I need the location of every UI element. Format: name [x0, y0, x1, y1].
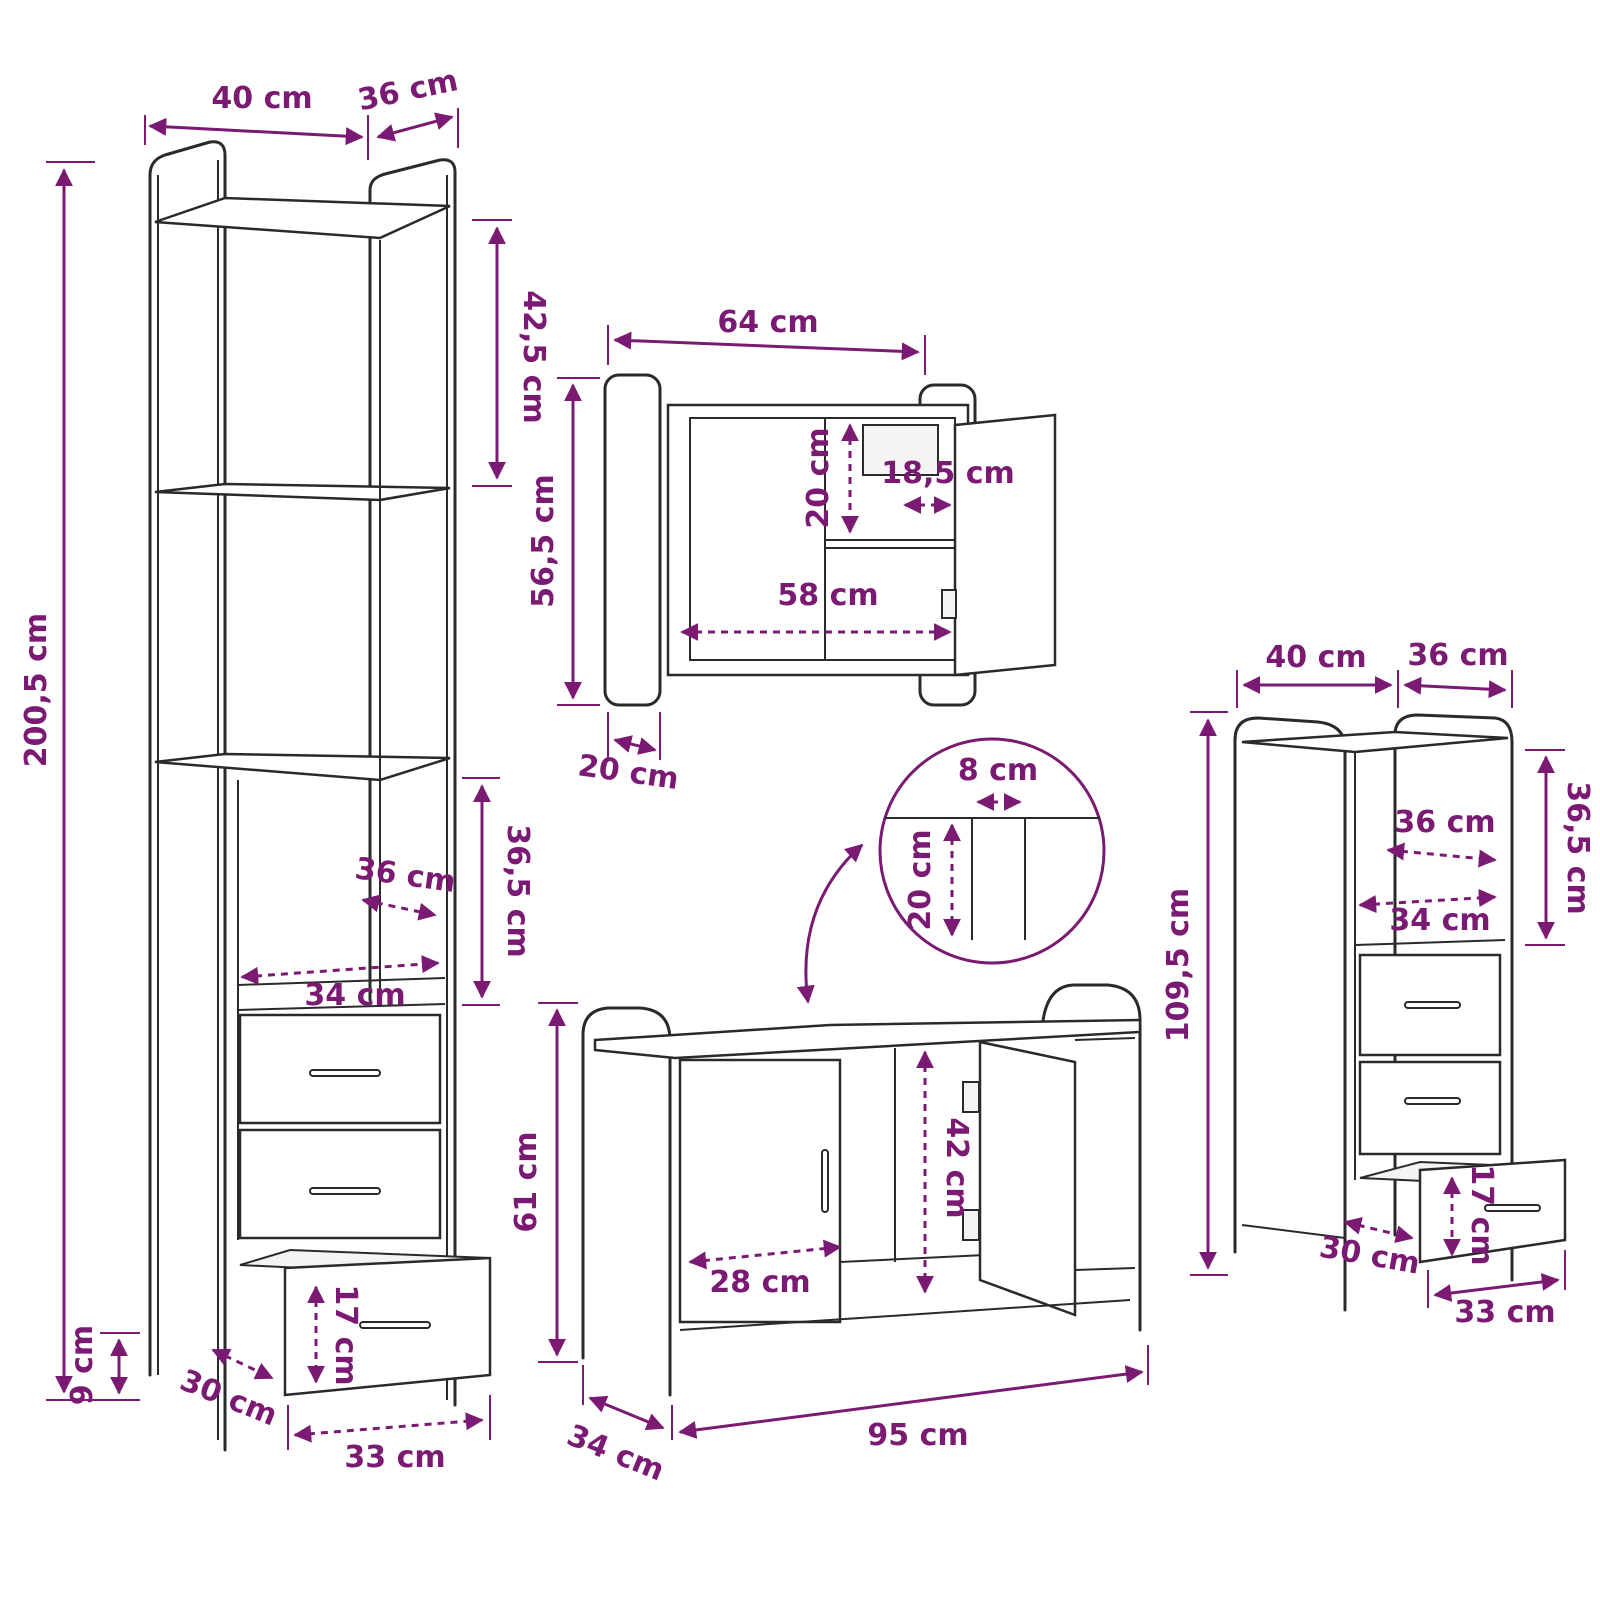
tall-cabinet-dimensions: 40 cm 36 cm 200,5 cm 42,5 cm 36,5 cm 36 … — [19, 63, 551, 1475]
wall-cabinet-open-door — [953, 413, 1057, 677]
side-drawer-depth-label: 30 cm — [1317, 1230, 1423, 1282]
tall-drawer-width-label: 33 cm — [344, 1440, 445, 1475]
sink-height-label: 61 cm — [509, 1131, 544, 1232]
detail-circle: 8 cm 20 cm — [796, 737, 1106, 1004]
tall-right-frame — [368, 158, 457, 1407]
side-drawer-depth-arrow — [1343, 1217, 1414, 1243]
sink-hinge-top — [962, 1081, 980, 1113]
sink-left-frame — [581, 1006, 672, 1397]
tall-drawer-depth-arrow — [211, 1348, 274, 1380]
sink-depth-arrow — [588, 1395, 665, 1431]
tall-drawer-width-arrow — [293, 1412, 484, 1443]
tall-width-arrow — [148, 117, 364, 146]
tall-cabinet — [148, 140, 492, 1452]
side-drawer-width-arrow — [1433, 1273, 1560, 1302]
side-drawer-3-handle — [1484, 1204, 1541, 1212]
sink-right-frame — [1040, 983, 1142, 1332]
detail-width-label: 8 cm — [958, 753, 1038, 788]
sink-width-label: 95 cm — [867, 1418, 968, 1453]
wall-width-arrow — [613, 331, 920, 361]
tall-drawer-2-handle — [309, 1187, 381, 1195]
side-drawer-1-handle — [1404, 1001, 1461, 1009]
tall-open-shelf — [154, 752, 451, 782]
sink-hinge-bottom — [962, 1209, 980, 1241]
tall-left-frame — [148, 140, 227, 1452]
tall-leg-height-label: 9 cm — [65, 1325, 100, 1405]
side-drawer-2-handle — [1404, 1097, 1461, 1105]
side-right-frame — [1393, 713, 1514, 1282]
side-drawer-height-label: 17 cm — [1464, 1164, 1499, 1265]
tall-height-label: 200,5 cm — [19, 613, 54, 767]
wall-cabinet-dimensions: 64 cm 56,5 cm 20 cm 20 cm 18,5 cm 58 cm — [526, 305, 1015, 797]
side-drawer-2 — [1358, 1060, 1502, 1156]
sink-top — [593, 1018, 1142, 1060]
wall-depth-label: 20 cm — [576, 748, 681, 797]
tall-open-compartment-label: 36,5 cm — [500, 824, 535, 958]
tall-drawer-3-handle — [359, 1321, 431, 1329]
wall-inner-width-label: 58 cm — [777, 578, 878, 613]
tall-top-shelf — [154, 196, 451, 240]
side-inner-width-arrow — [1358, 888, 1497, 914]
side-drawer-width-label: 33 cm — [1454, 1295, 1555, 1330]
tall-top-compartment-label: 42,5 cm — [516, 290, 551, 424]
detail-pointer-arrow — [796, 843, 864, 1004]
side-depth-label: 36 cm — [1407, 638, 1508, 673]
tall-inner-width-arrow — [240, 955, 440, 985]
sink-left-door — [678, 1058, 842, 1324]
sink-right-door-open — [978, 1040, 1077, 1317]
sink-width-arrow — [678, 1365, 1144, 1439]
tall-depth-arrow — [376, 112, 454, 142]
side-inner-depth-arrow — [1386, 842, 1497, 868]
tall-middle-shelf — [154, 482, 451, 502]
tall-depth-label: 36 cm — [355, 63, 461, 118]
wall-width-label: 64 cm — [717, 305, 818, 340]
sink-depth-label: 34 cm — [562, 1418, 669, 1488]
tall-inner-width-label: 34 cm — [304, 978, 405, 1013]
wall-left-bracket — [603, 373, 662, 707]
side-open-compartment-label: 36,5 cm — [1560, 781, 1595, 915]
sink-left-door-handle — [821, 1149, 829, 1213]
tall-inner-depth-arrow — [361, 894, 437, 921]
wall-shelf-height-label: 20 cm — [801, 427, 836, 528]
side-height-label: 109,5 cm — [1161, 888, 1196, 1042]
side-width-label: 40 cm — [1265, 640, 1366, 675]
tall-drawer-height-label: 17 cm — [328, 1284, 363, 1385]
side-cabinet-dimensions: 40 cm 36 cm 109,5 cm 36,5 cm 36 cm 34 cm… — [1161, 638, 1595, 1330]
wall-shelf-depth-label: 18,5 cm — [881, 456, 1015, 491]
wall-height-label: 56,5 cm — [526, 474, 561, 608]
wall-cabinet — [603, 373, 1057, 707]
sink-inner-height-label: 42 cm — [939, 1117, 974, 1218]
detail-circle-outline — [878, 737, 1106, 965]
side-top-shelf — [1241, 730, 1509, 754]
tall-drawer-2 — [238, 1128, 442, 1240]
hinge-plate — [862, 424, 939, 476]
sink-cabinet — [581, 983, 1142, 1397]
side-inner-depth-label: 36 cm — [1394, 805, 1495, 840]
sink-inner-width-label: 28 cm — [709, 1265, 810, 1300]
wall-door-hinge — [941, 589, 957, 619]
wall-depth-arrow — [613, 735, 657, 755]
tall-width-label: 40 cm — [211, 81, 312, 116]
side-inner-width-label: 34 cm — [1389, 903, 1490, 938]
tall-drawer-1-handle — [309, 1069, 381, 1077]
detail-height-label: 20 cm — [903, 829, 938, 930]
side-depth-arrow — [1403, 676, 1507, 699]
side-left-frame — [1233, 716, 1347, 1312]
